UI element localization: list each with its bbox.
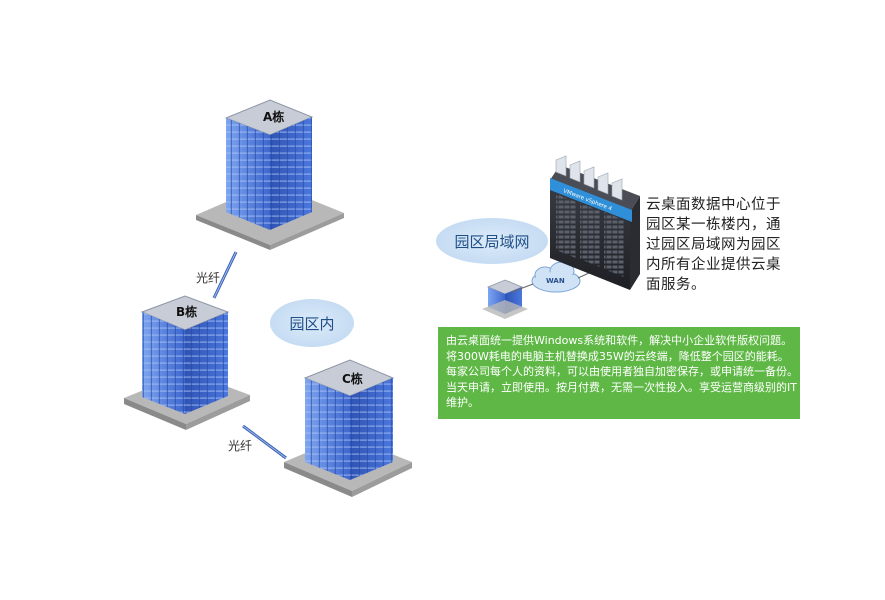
description-line: 过园区局域网为园区: [646, 235, 786, 255]
building-b-label: B栋: [176, 304, 197, 319]
client-computer-icon: [482, 280, 528, 319]
lan-bubble: 园区局域网: [436, 218, 548, 264]
benefits-box: 由云桌面统一提供Windows系统和软件，解决中小企业软件版权问题。 将300W…: [438, 327, 800, 419]
fiber-label-bottom: 光纤: [228, 437, 252, 454]
fiber-label-top: 光纤: [196, 269, 220, 286]
campus-bubble: 园区内: [270, 299, 354, 347]
building-c-label: C栋: [342, 371, 363, 386]
benefit-line: 将300W耗电的电脑主机替换成35W的云终端，降低整个园区的能耗。: [446, 349, 794, 365]
description-line: 面服务。: [646, 275, 786, 295]
benefit-line: 每家公司每个人的资料，可以由使用者独自加密保存，或申请统一备份。: [446, 364, 794, 380]
building-a-label: A栋: [263, 109, 284, 124]
description-line: 云桌面数据中心位于: [646, 195, 786, 215]
benefit-line: 由云桌面统一提供Windows系统和软件，解决中小企业软件版权问题。: [446, 333, 794, 349]
description-line: 内所有企业提供云桌: [646, 255, 786, 275]
benefit-line: 当天申请，立即使用。按月付费，无需一次性投入。享受运营商级别的IT: [446, 380, 794, 396]
description-line: 园区某一栋楼内，通: [646, 215, 786, 235]
benefit-line: 维护。: [446, 395, 794, 411]
wan-label: WAN: [546, 277, 565, 285]
datacenter-description: 云桌面数据中心位于 园区某一栋楼内，通 过园区局域网为园区 内所有企业提供云桌 …: [646, 195, 786, 295]
